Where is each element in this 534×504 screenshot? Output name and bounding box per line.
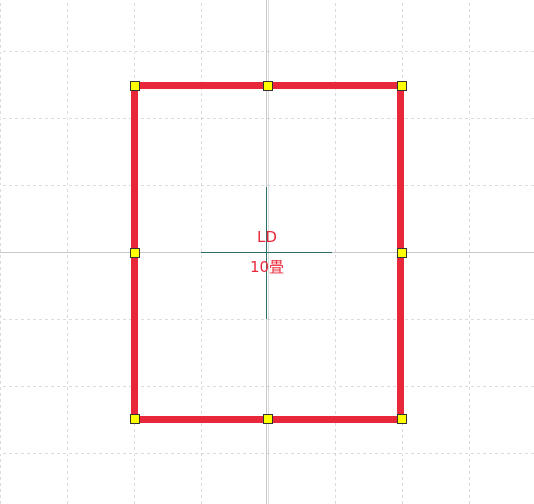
resize-handle-top-right[interactable] xyxy=(397,81,407,91)
room-center-crosshair-vertical xyxy=(266,187,267,319)
resize-handle-top-left[interactable] xyxy=(130,81,140,91)
room-size-label: 10畳 xyxy=(249,258,285,276)
resize-handle-bottom-left[interactable] xyxy=(130,414,140,424)
resize-handle-top-center[interactable] xyxy=(263,81,273,91)
resize-handle-bottom-center[interactable] xyxy=(263,414,273,424)
resize-handle-middle-right[interactable] xyxy=(397,248,407,258)
resize-handle-bottom-right[interactable] xyxy=(397,414,407,424)
resize-handle-middle-left[interactable] xyxy=(130,248,140,258)
room-name-label: LD xyxy=(257,228,277,246)
